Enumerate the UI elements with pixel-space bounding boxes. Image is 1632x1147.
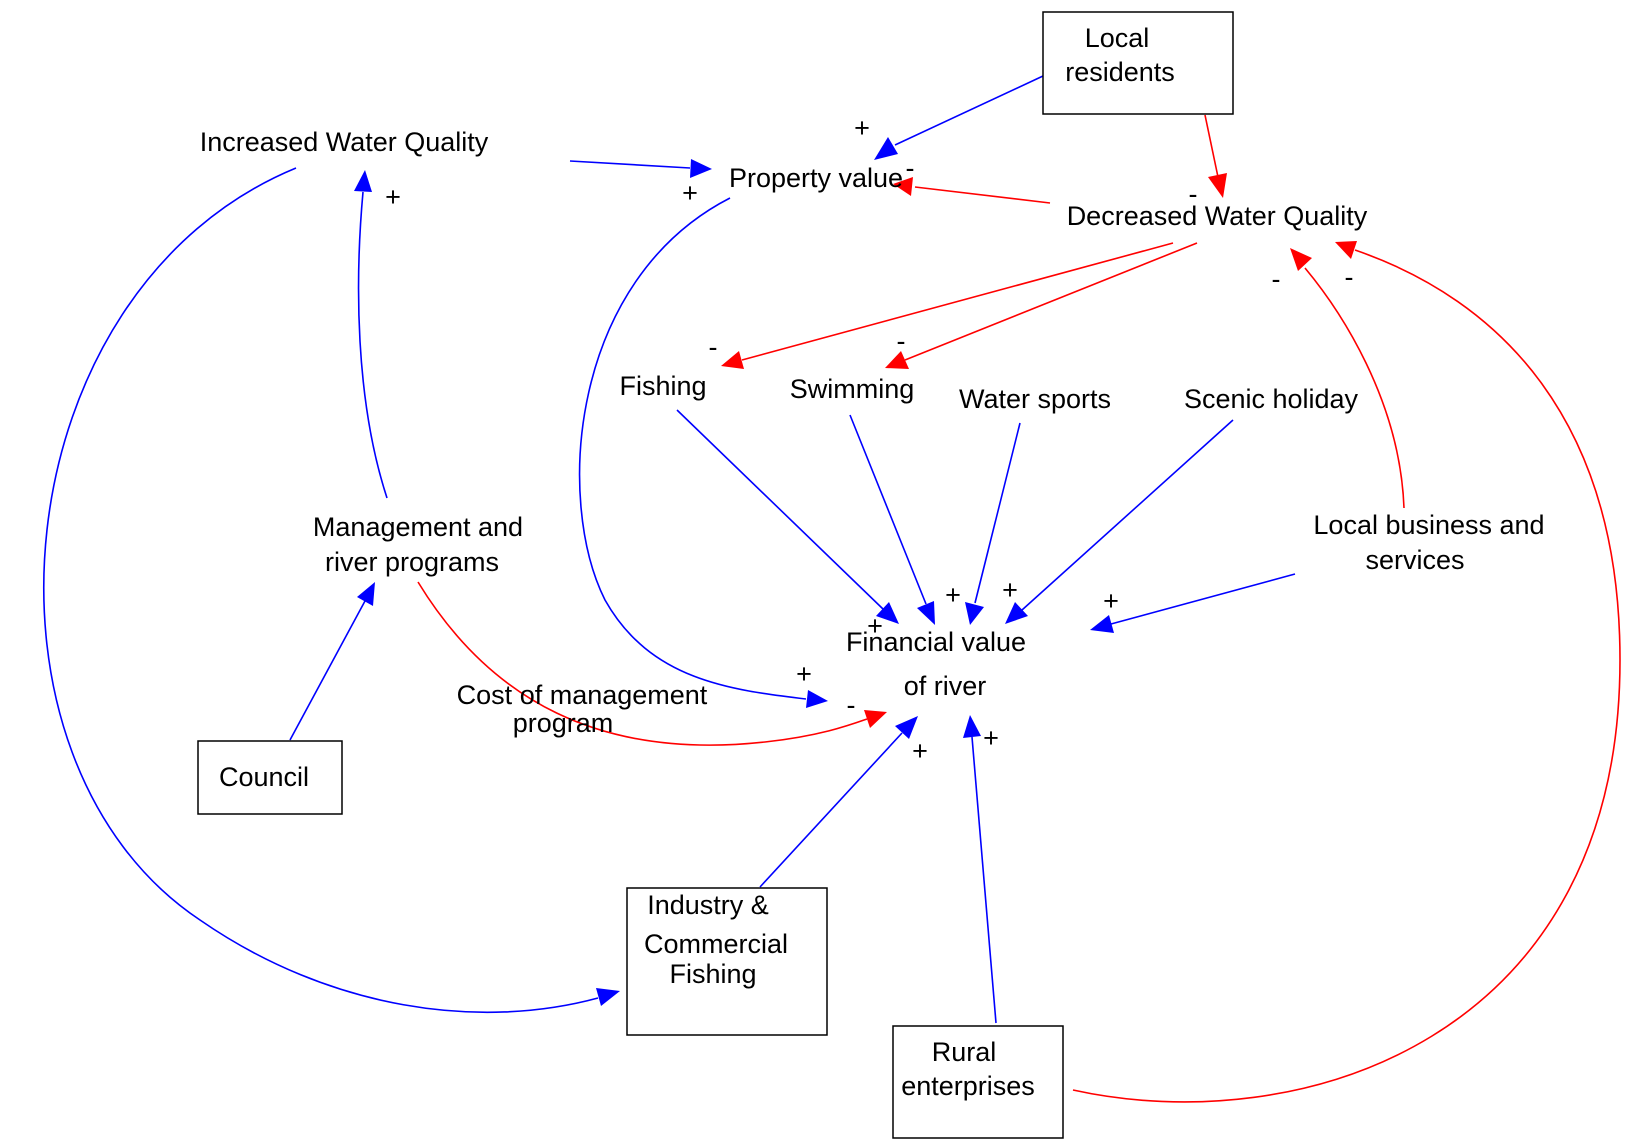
industry-label-line3: Fishing (669, 959, 756, 989)
polarity-management-financial: - (847, 690, 856, 720)
polarity-rural-decreased: - (1345, 262, 1354, 292)
link-business-to-decreased (1304, 267, 1405, 509)
node-water-sports: Water sports (959, 384, 1111, 414)
local-residents-label-line2: residents (1065, 57, 1175, 87)
arrowhead-financial-value-2 (876, 602, 899, 624)
arrowhead-financial-value-9 (963, 715, 981, 738)
node-financial-value-line1: Financial value (846, 627, 1026, 657)
link-management-to-increased (357, 191, 388, 499)
arrowhead-management (357, 582, 375, 606)
polarity-business-decreased: - (1272, 264, 1281, 294)
link-decreased-to-fishing (741, 242, 1174, 361)
arrowhead-property-value (874, 137, 898, 160)
link-fishing-to-financial (676, 409, 884, 610)
arrowhead-financial-value-6 (1090, 615, 1114, 633)
arrowhead-decreased-water-quality-3 (1335, 241, 1357, 259)
node-swimming: Swimming (790, 374, 915, 404)
arrowhead-financial-value-3 (917, 601, 935, 625)
node-cost-management-line2: program (513, 708, 614, 738)
arrowhead-financial-value-4 (965, 602, 984, 625)
link-management-to-financial (417, 581, 868, 746)
node-local-residents: Local residents (1042, 11, 1234, 115)
polarity-industry-financial: + (912, 736, 928, 766)
arrowhead-decreased-water-quality (1208, 173, 1227, 198)
polarity-fishing-financial: + (867, 611, 883, 641)
arrowhead-financial-value-5 (1005, 602, 1028, 624)
link-scenic-to-financial (1021, 419, 1234, 611)
rural-box (892, 1025, 1064, 1139)
arrowhead-industry (596, 988, 620, 1006)
polarity-decreased-swimming: - (897, 326, 906, 356)
node-management-line2: river programs (325, 547, 499, 577)
node-cost-management-line1: Cost of management (457, 680, 708, 710)
industry-label-line1: Industry & (647, 890, 769, 920)
arrowhead-property-value-2 (690, 159, 712, 178)
polarity-property-financial: + (796, 659, 812, 689)
arrowhead-financial-value-8 (895, 716, 918, 739)
arrowhead-financial-value (806, 690, 828, 708)
link-property-to-financial (578, 197, 807, 700)
node-financial-value-line2: of river (904, 671, 987, 701)
council-box (197, 740, 343, 815)
link-decreased-to-property (914, 186, 1051, 204)
industry-label-line2: Commercial (644, 929, 788, 959)
node-council: Council (197, 740, 343, 815)
arrowhead-swimming (885, 351, 909, 369)
polarity-residents-decreased: - (1189, 179, 1198, 209)
local-residents-box (1042, 11, 1234, 115)
arrowhead-property-value-3 (893, 177, 913, 196)
arrowhead-fishing (721, 351, 744, 369)
arrowhead-decreased-water-quality-2 (1290, 248, 1312, 271)
polarity-management-increased: + (385, 182, 401, 212)
link-council-to-management (289, 600, 366, 741)
node-decreased-water-quality: Decreased Water Quality (1067, 201, 1368, 231)
node-scenic-holiday: Scenic holiday (1184, 384, 1359, 414)
polarity-increased-property: + (682, 178, 698, 208)
rural-label-line2: enterprises (901, 1071, 1035, 1101)
node-rural-enterprises: Rural enterprises (892, 1025, 1064, 1139)
rural-label-line1: Rural (932, 1037, 997, 1067)
polarity-scenic-financial: + (1103, 586, 1119, 616)
link-rural-to-financial (971, 736, 997, 1024)
link-residents-to-decreased (1204, 114, 1219, 178)
local-residents-label-line1: Local (1085, 23, 1150, 53)
link-decreased-to-swimming (904, 242, 1198, 361)
node-local-business-line1: Local business and (1313, 510, 1544, 540)
link-residents-to-property (894, 75, 1044, 146)
arrowhead-increased-water-quality (354, 170, 372, 192)
node-industry-commercial-fishing: Industry & Commercial Fishing (626, 887, 828, 1036)
link-industry-to-financial (759, 732, 903, 888)
link-watersports-to-financial (974, 422, 1021, 604)
council-label: Council (219, 762, 309, 792)
industry-box (626, 887, 828, 1036)
arrowhead-financial-value-7 (864, 710, 887, 728)
polarity-decreased-property: - (906, 153, 915, 183)
link-increased-to-industry (43, 167, 599, 1014)
polarity-swimming-financial: + (945, 580, 961, 610)
polarity-residents-property: + (854, 113, 870, 143)
node-management-line1: Management and (313, 512, 523, 542)
link-rural-to-decreased (1072, 249, 1621, 1103)
node-increased-water-quality: Increased Water Quality (200, 127, 489, 157)
node-fishing: Fishing (619, 371, 706, 401)
polarity-rural-financial: + (983, 723, 999, 753)
polarity-decreased-fishing: - (709, 332, 718, 362)
node-local-business-line2: services (1365, 545, 1464, 575)
link-business-to-financial (1110, 573, 1296, 625)
link-swimming-to-financial (849, 414, 927, 605)
link-increased-to-property (569, 160, 691, 169)
node-property-value: Property value (729, 163, 903, 193)
polarity-watersports-financial: + (1002, 575, 1018, 605)
